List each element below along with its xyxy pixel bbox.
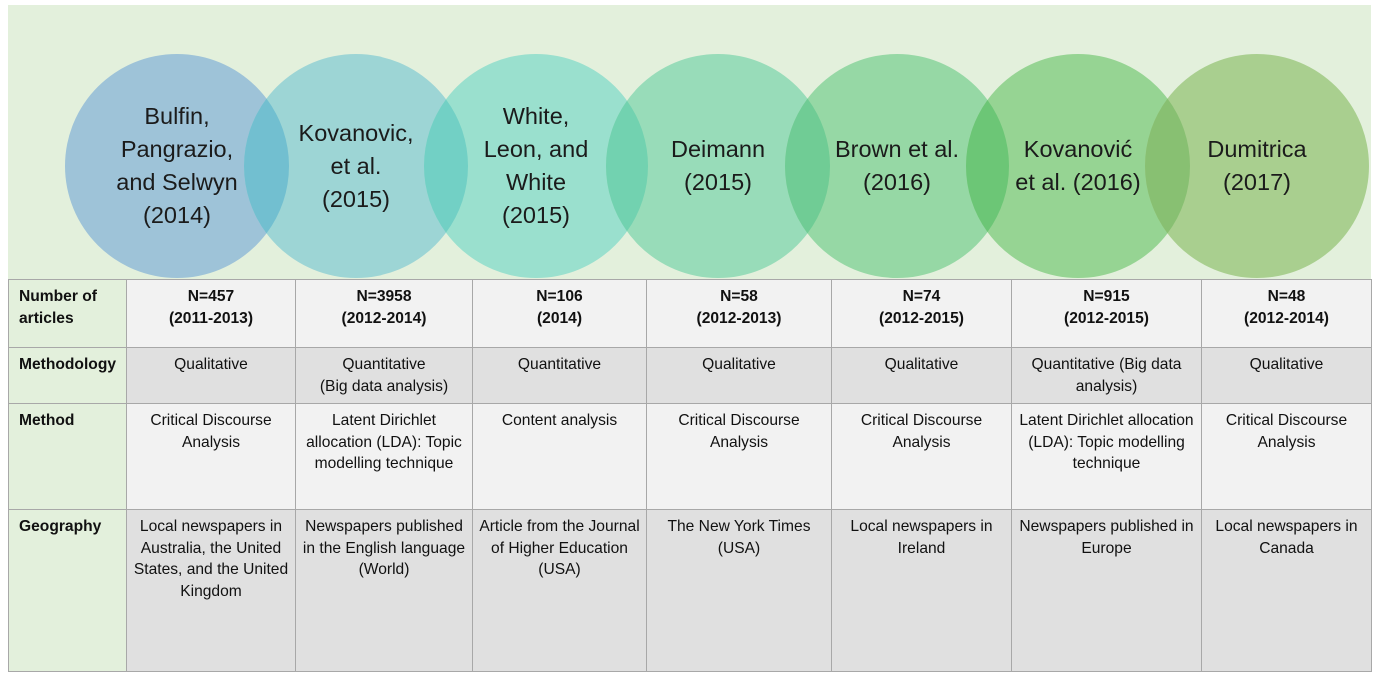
study-circle-3 bbox=[424, 54, 648, 278]
study-circle-1 bbox=[65, 54, 289, 278]
study-circle-5 bbox=[785, 54, 1009, 278]
table-cell: N=3958 (2012-2014) bbox=[295, 279, 473, 348]
cell-text: Qualitative bbox=[174, 356, 248, 373]
cell-text: Local newspapers in Australia, the Unite… bbox=[133, 518, 289, 600]
circle-label-4: Deimann (2015) bbox=[670, 136, 766, 195]
cell-text: Qualitative bbox=[1249, 356, 1324, 373]
cell-text: Content analysis bbox=[501, 412, 618, 429]
cell-text: (2012-2014) bbox=[341, 309, 427, 327]
circle-overlap-1 bbox=[244, 98, 289, 234]
cell-text: N=48 bbox=[1267, 288, 1306, 305]
table-row: Method Critical Discourse Analysis Latent … bbox=[8, 403, 1372, 510]
table-row: Number of articles N=457 (2011-2013) N=3958… bbox=[8, 279, 1372, 348]
study-circle-6 bbox=[966, 54, 1190, 278]
row-header: Methodology bbox=[8, 347, 127, 404]
table-cell: N=915 (2012-2015) bbox=[1011, 279, 1202, 348]
cell-text: (2012-2014) bbox=[1244, 309, 1329, 327]
study-table: Number of articles N=457 (2011-2013) N=3958… bbox=[8, 279, 1372, 672]
cell-text: Qualitative bbox=[884, 356, 959, 373]
cell-text: N=58 bbox=[720, 288, 758, 305]
cell-text: Critical Discourse Analysis bbox=[150, 412, 272, 451]
table-cell: N=74 (2012-2015) bbox=[831, 279, 1012, 348]
table-cell: Latent Dirichlet allocation (LDA): Topic… bbox=[1011, 403, 1202, 510]
row-header: Geography bbox=[8, 509, 127, 672]
cell-text: (2012-2015) bbox=[879, 309, 964, 327]
cell-text: N=74 bbox=[902, 288, 941, 305]
circle-label-6: Kovanović et al. (2016) bbox=[1015, 136, 1141, 195]
circle-label-5: Brown et al. (2016) bbox=[834, 136, 960, 195]
table-cell: Critical Discourse Analysis bbox=[1201, 403, 1372, 510]
table-cell: Local newspapers in Canada bbox=[1201, 509, 1372, 672]
circle-label-2: Kovanovic, et al. (2015) bbox=[298, 119, 414, 212]
table-cell: Content analysis bbox=[472, 403, 647, 510]
cell-text: Critical Discourse Analysis bbox=[860, 412, 983, 451]
cell-text: Latent Dirichlet allocation (LDA): Topic… bbox=[1019, 412, 1194, 472]
table-cell: Local newspapers in Ireland bbox=[831, 509, 1012, 672]
cell-text: Article from the Journal of Higher Educa… bbox=[479, 518, 640, 578]
table-cell: N=106 (2014) bbox=[472, 279, 647, 348]
table-row: Methodology Qualitative Quantitative (Big d… bbox=[8, 347, 1372, 404]
table-cell: N=58 (2012-2013) bbox=[646, 279, 832, 348]
table-cell: N=457 (2011-2013) bbox=[126, 279, 296, 348]
row-header: Number of articles bbox=[8, 279, 127, 348]
cell-text: N=106 bbox=[536, 288, 583, 305]
cell-text: N=3958 bbox=[356, 288, 412, 305]
table-cell: Quantitative bbox=[472, 347, 647, 404]
table-cell: Article from the Journal of Higher Educa… bbox=[472, 509, 647, 672]
table-cell: Newspapers published in Europe bbox=[1011, 509, 1202, 672]
table-cell: Qualitative bbox=[646, 347, 832, 404]
cell-text: Newspapers published in Europe bbox=[1019, 518, 1194, 557]
table-cell: Qualitative bbox=[831, 347, 1012, 404]
circle-overlap-3 bbox=[606, 100, 648, 232]
cell-text: Critical Discourse Analysis bbox=[678, 412, 800, 451]
table-cell: Newspapers published in the English lang… bbox=[295, 509, 473, 672]
table-cell: Latent Dirichlet allocation (LDA): Topic… bbox=[295, 403, 473, 510]
study-circle-2 bbox=[244, 54, 468, 278]
table-cell: Local newspapers in Australia, the Unite… bbox=[126, 509, 296, 672]
circle-label-3: White, Leon, and White (2015) bbox=[483, 103, 589, 228]
cell-text: Quantitative (Big data analysis) bbox=[1031, 356, 1182, 395]
table-cell: Critical Discourse Analysis bbox=[831, 403, 1012, 510]
cell-text: Qualitative bbox=[702, 356, 776, 373]
circle-overlap-4 bbox=[784, 98, 830, 234]
cell-text: (2014) bbox=[536, 309, 583, 327]
cell-text: Latent Dirichlet allocation (LDA): Topic… bbox=[306, 412, 462, 472]
study-circles bbox=[65, 54, 1369, 278]
row-header: Method bbox=[8, 403, 127, 510]
cell-text: Local newspapers in Canada bbox=[1215, 518, 1358, 557]
table-cell: Quantitative (Big data analysis) bbox=[1011, 347, 1202, 404]
cell-text: (Big data analysis) bbox=[319, 377, 449, 395]
cell-text: The New York Times (USA) bbox=[667, 518, 811, 557]
study-circle-4 bbox=[606, 54, 830, 278]
cell-text: (2011-2013) bbox=[168, 309, 254, 327]
table-cell: Critical Discourse Analysis bbox=[126, 403, 296, 510]
circle-label-1: Bulfin, Pangrazio, and Selwyn (2014) bbox=[116, 103, 238, 228]
circle-overlap-5 bbox=[966, 100, 1009, 232]
cell-text: (2012-2015) bbox=[1064, 309, 1149, 327]
table-cell: The New York Times (USA) bbox=[646, 509, 832, 672]
study-circle-7 bbox=[1145, 54, 1369, 278]
cell-text: N=457 bbox=[187, 288, 235, 305]
cell-text: Local newspapers in Ireland bbox=[850, 518, 993, 557]
table-cell: Qualitative bbox=[126, 347, 296, 404]
table-cell: Qualitative bbox=[1201, 347, 1372, 404]
table-cell: Critical Discourse Analysis bbox=[646, 403, 832, 510]
cell-text: N=915 bbox=[1083, 288, 1130, 305]
table-cell: N=48 (2012-2014) bbox=[1201, 279, 1372, 348]
table-cell: Quantitative (Big data analysis) bbox=[295, 347, 473, 404]
cell-text: Quantitative bbox=[342, 356, 426, 373]
cell-text: (2012-2013) bbox=[696, 309, 782, 327]
circle-label-7: Dumitrica (2017) bbox=[1207, 136, 1307, 195]
cell-text: Critical Discourse Analysis bbox=[1225, 412, 1348, 451]
cell-text: Newspapers published in the English lang… bbox=[302, 518, 466, 578]
cell-text: Quantitative bbox=[517, 356, 602, 373]
circle-overlap-2 bbox=[424, 99, 468, 233]
circle-overlap-6 bbox=[1145, 98, 1190, 234]
